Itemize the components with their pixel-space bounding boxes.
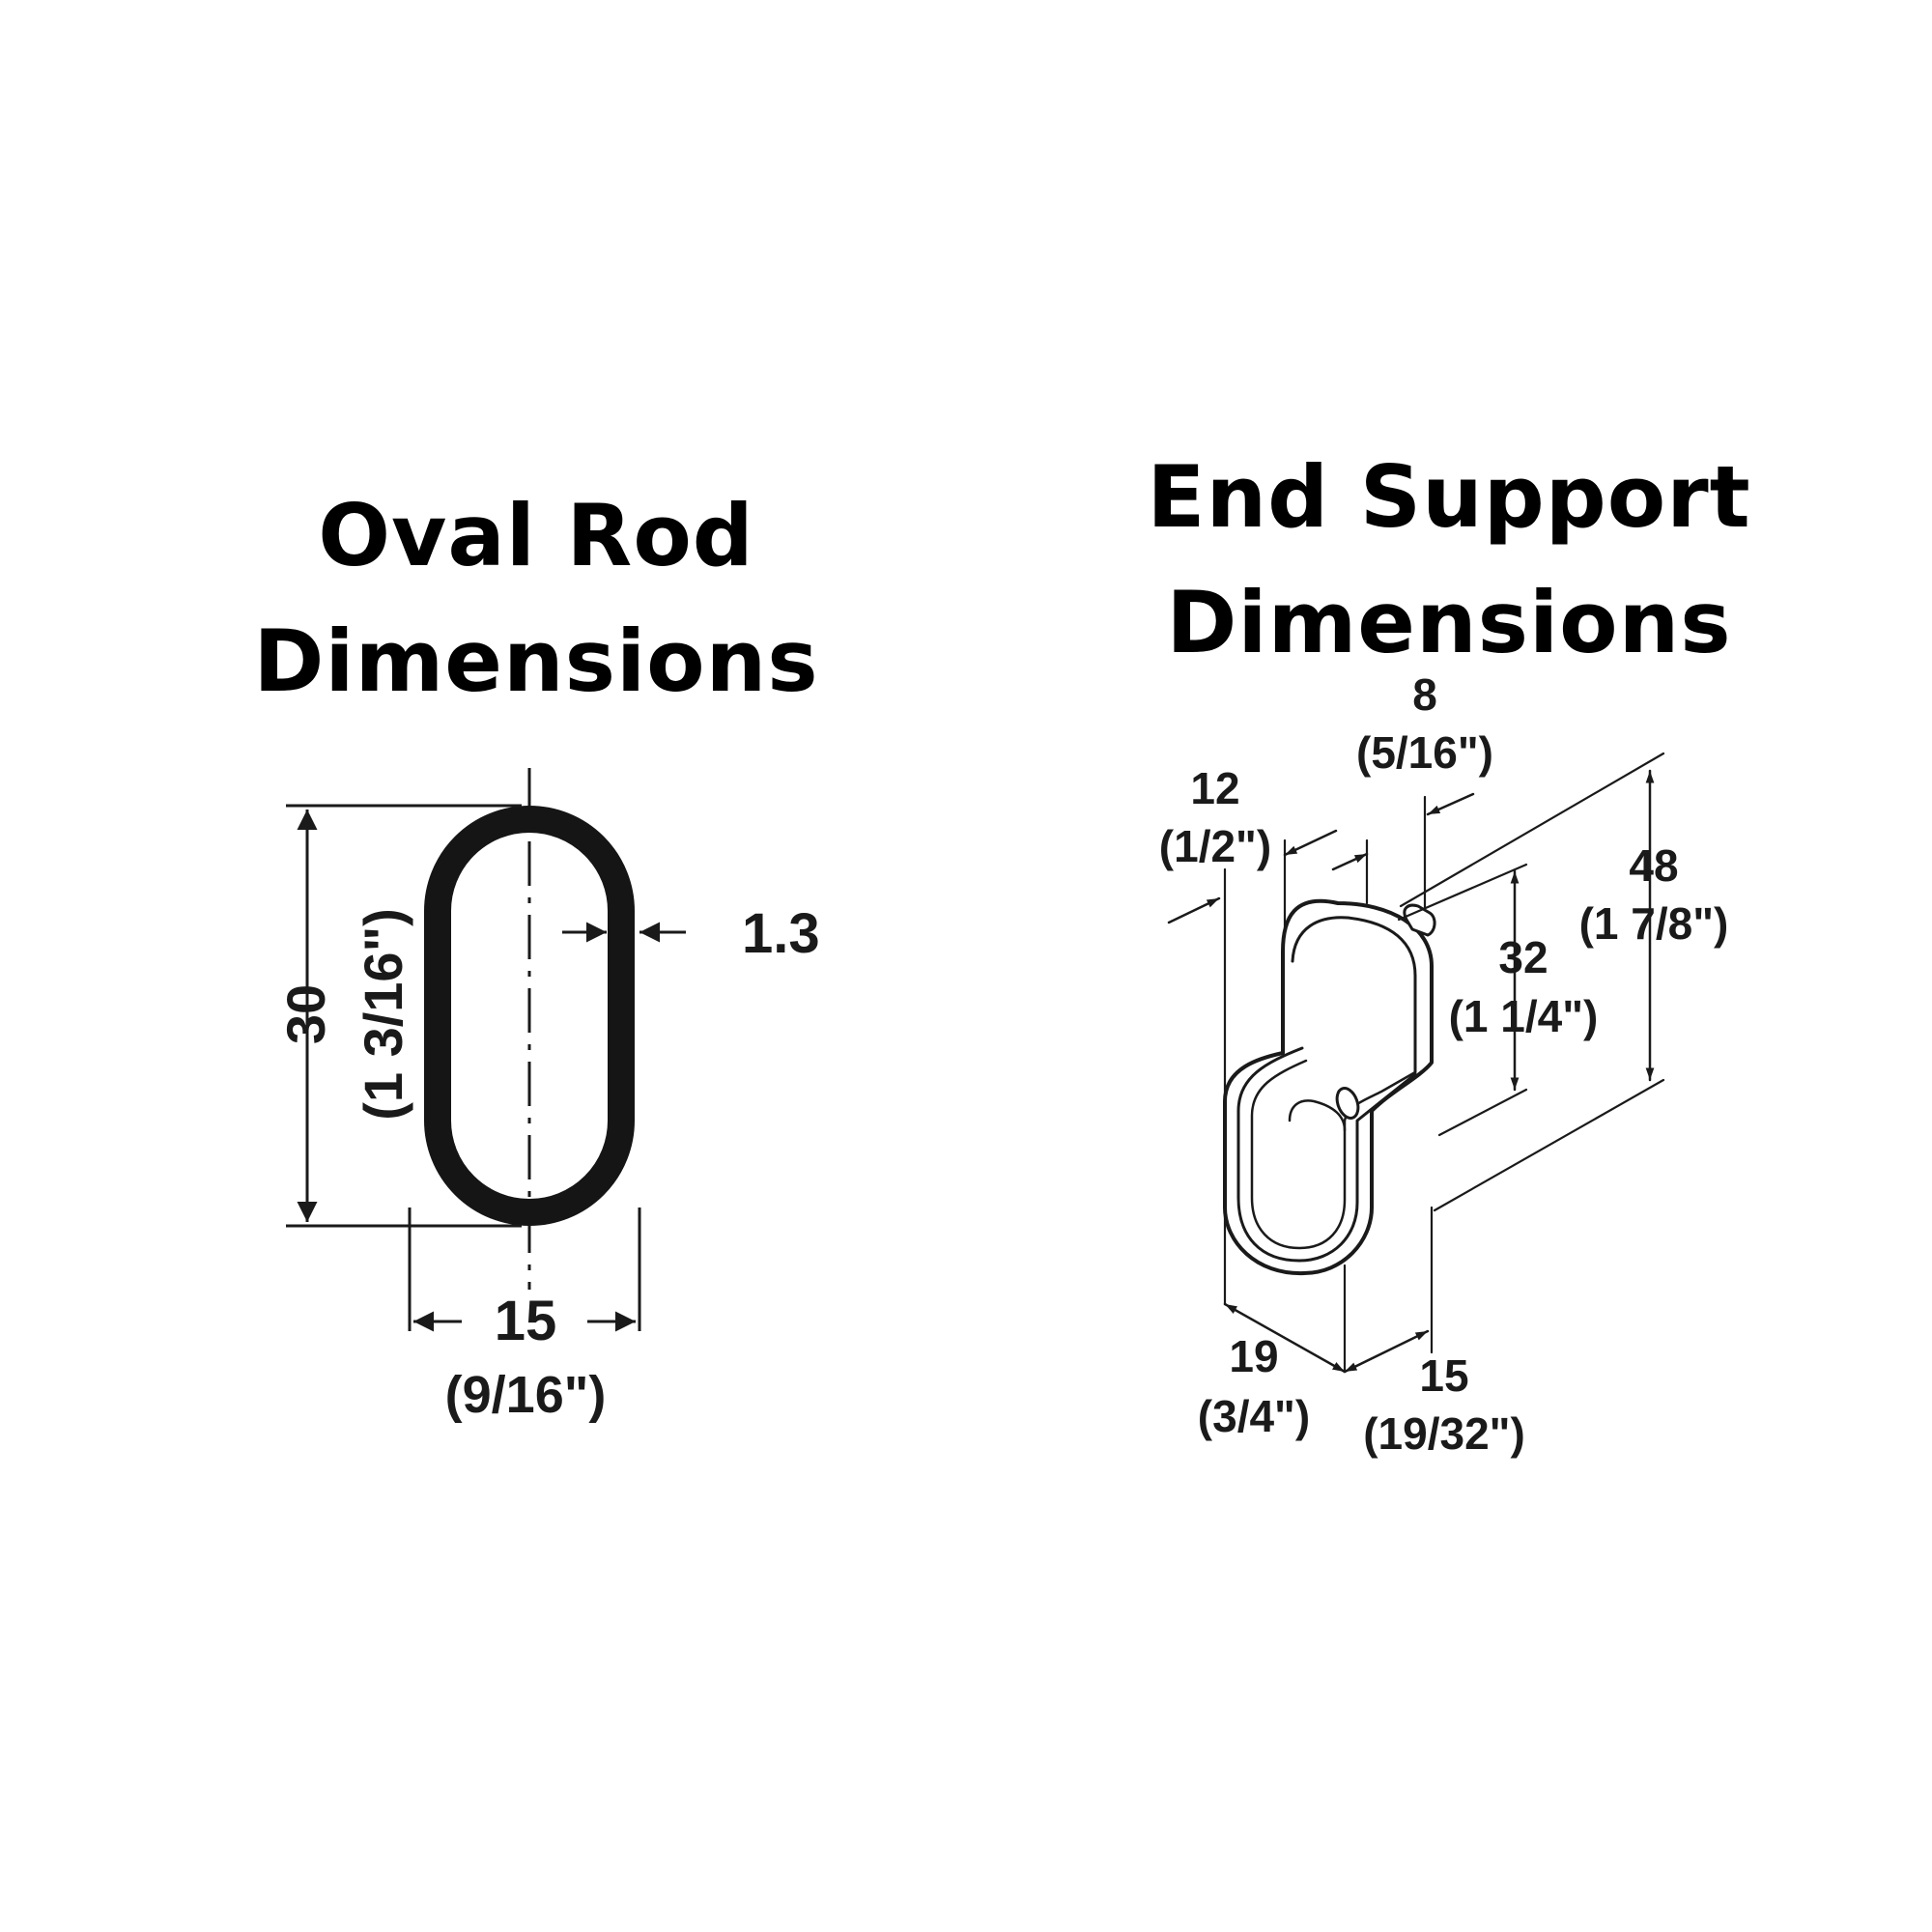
support-lip-arrow-outer <box>1167 896 1221 924</box>
support-pin-mm: 8 <box>1412 669 1437 720</box>
support-lip-arrow-left <box>1283 829 1338 857</box>
support-body-outline <box>1223 898 1434 1276</box>
support-depth-mm: 19 <box>1229 1331 1278 1381</box>
end-support-title-line2: Dimensions <box>1166 573 1732 672</box>
rod-wall-thickness: 1.3 <box>742 902 820 965</box>
support-depth-inch: (3/4") <box>1198 1391 1310 1441</box>
support-cradle-floor <box>1288 1099 1347 1132</box>
support-extension-lines <box>1223 752 1665 1374</box>
support-depth-dimension-line <box>1223 1302 1347 1374</box>
support-opening-mm: 32 <box>1498 932 1548 982</box>
rod-height-mm: 30 <box>275 984 336 1044</box>
support-back-wall <box>1291 916 1417 1074</box>
screw-hole-icon <box>1335 1087 1360 1120</box>
support-height-mm: 48 <box>1629 840 1678 891</box>
rod-width-inch: (9/16") <box>445 1366 607 1424</box>
support-height-inch: (1 7/8") <box>1579 898 1729 949</box>
support-lip-inch: (1/2") <box>1159 821 1271 871</box>
end-support-title-line1: End Support <box>1147 447 1751 547</box>
support-opening-inch: (1 1/4") <box>1449 991 1599 1041</box>
support-width-mm: 15 <box>1419 1350 1468 1401</box>
oval-rod-title-line1: Oval Rod <box>318 486 754 585</box>
support-lip-mm: 12 <box>1190 763 1239 813</box>
oval-rod-title: Oval Rod Dimensions <box>222 473 850 724</box>
oval-rod-profile <box>424 805 635 1227</box>
support-width-inch: (19/32") <box>1363 1408 1525 1459</box>
support-lip-arrow-right <box>1331 852 1369 871</box>
support-pin-inch: (5/16") <box>1356 727 1493 778</box>
support-cradle-outer <box>1236 1046 1417 1263</box>
support-pin-arrow <box>1426 792 1475 816</box>
rod-height-inch: (1 3/16") <box>353 908 413 1121</box>
end-support-drawing: 8 (5/16") 12 (1/2") 32 (1 1/4") 48 (1 7/… <box>1159 669 1729 1459</box>
rod-width-mm: 15 <box>495 1290 557 1352</box>
support-width-dimension-line <box>1343 1329 1430 1374</box>
oval-rod-drawing: 30 (1 3/16") 15 (9/16") 1.3 <box>275 768 820 1424</box>
end-support-title: End Support Dimensions <box>1121 435 1777 686</box>
oval-rod-title-line2: Dimensions <box>253 611 819 711</box>
